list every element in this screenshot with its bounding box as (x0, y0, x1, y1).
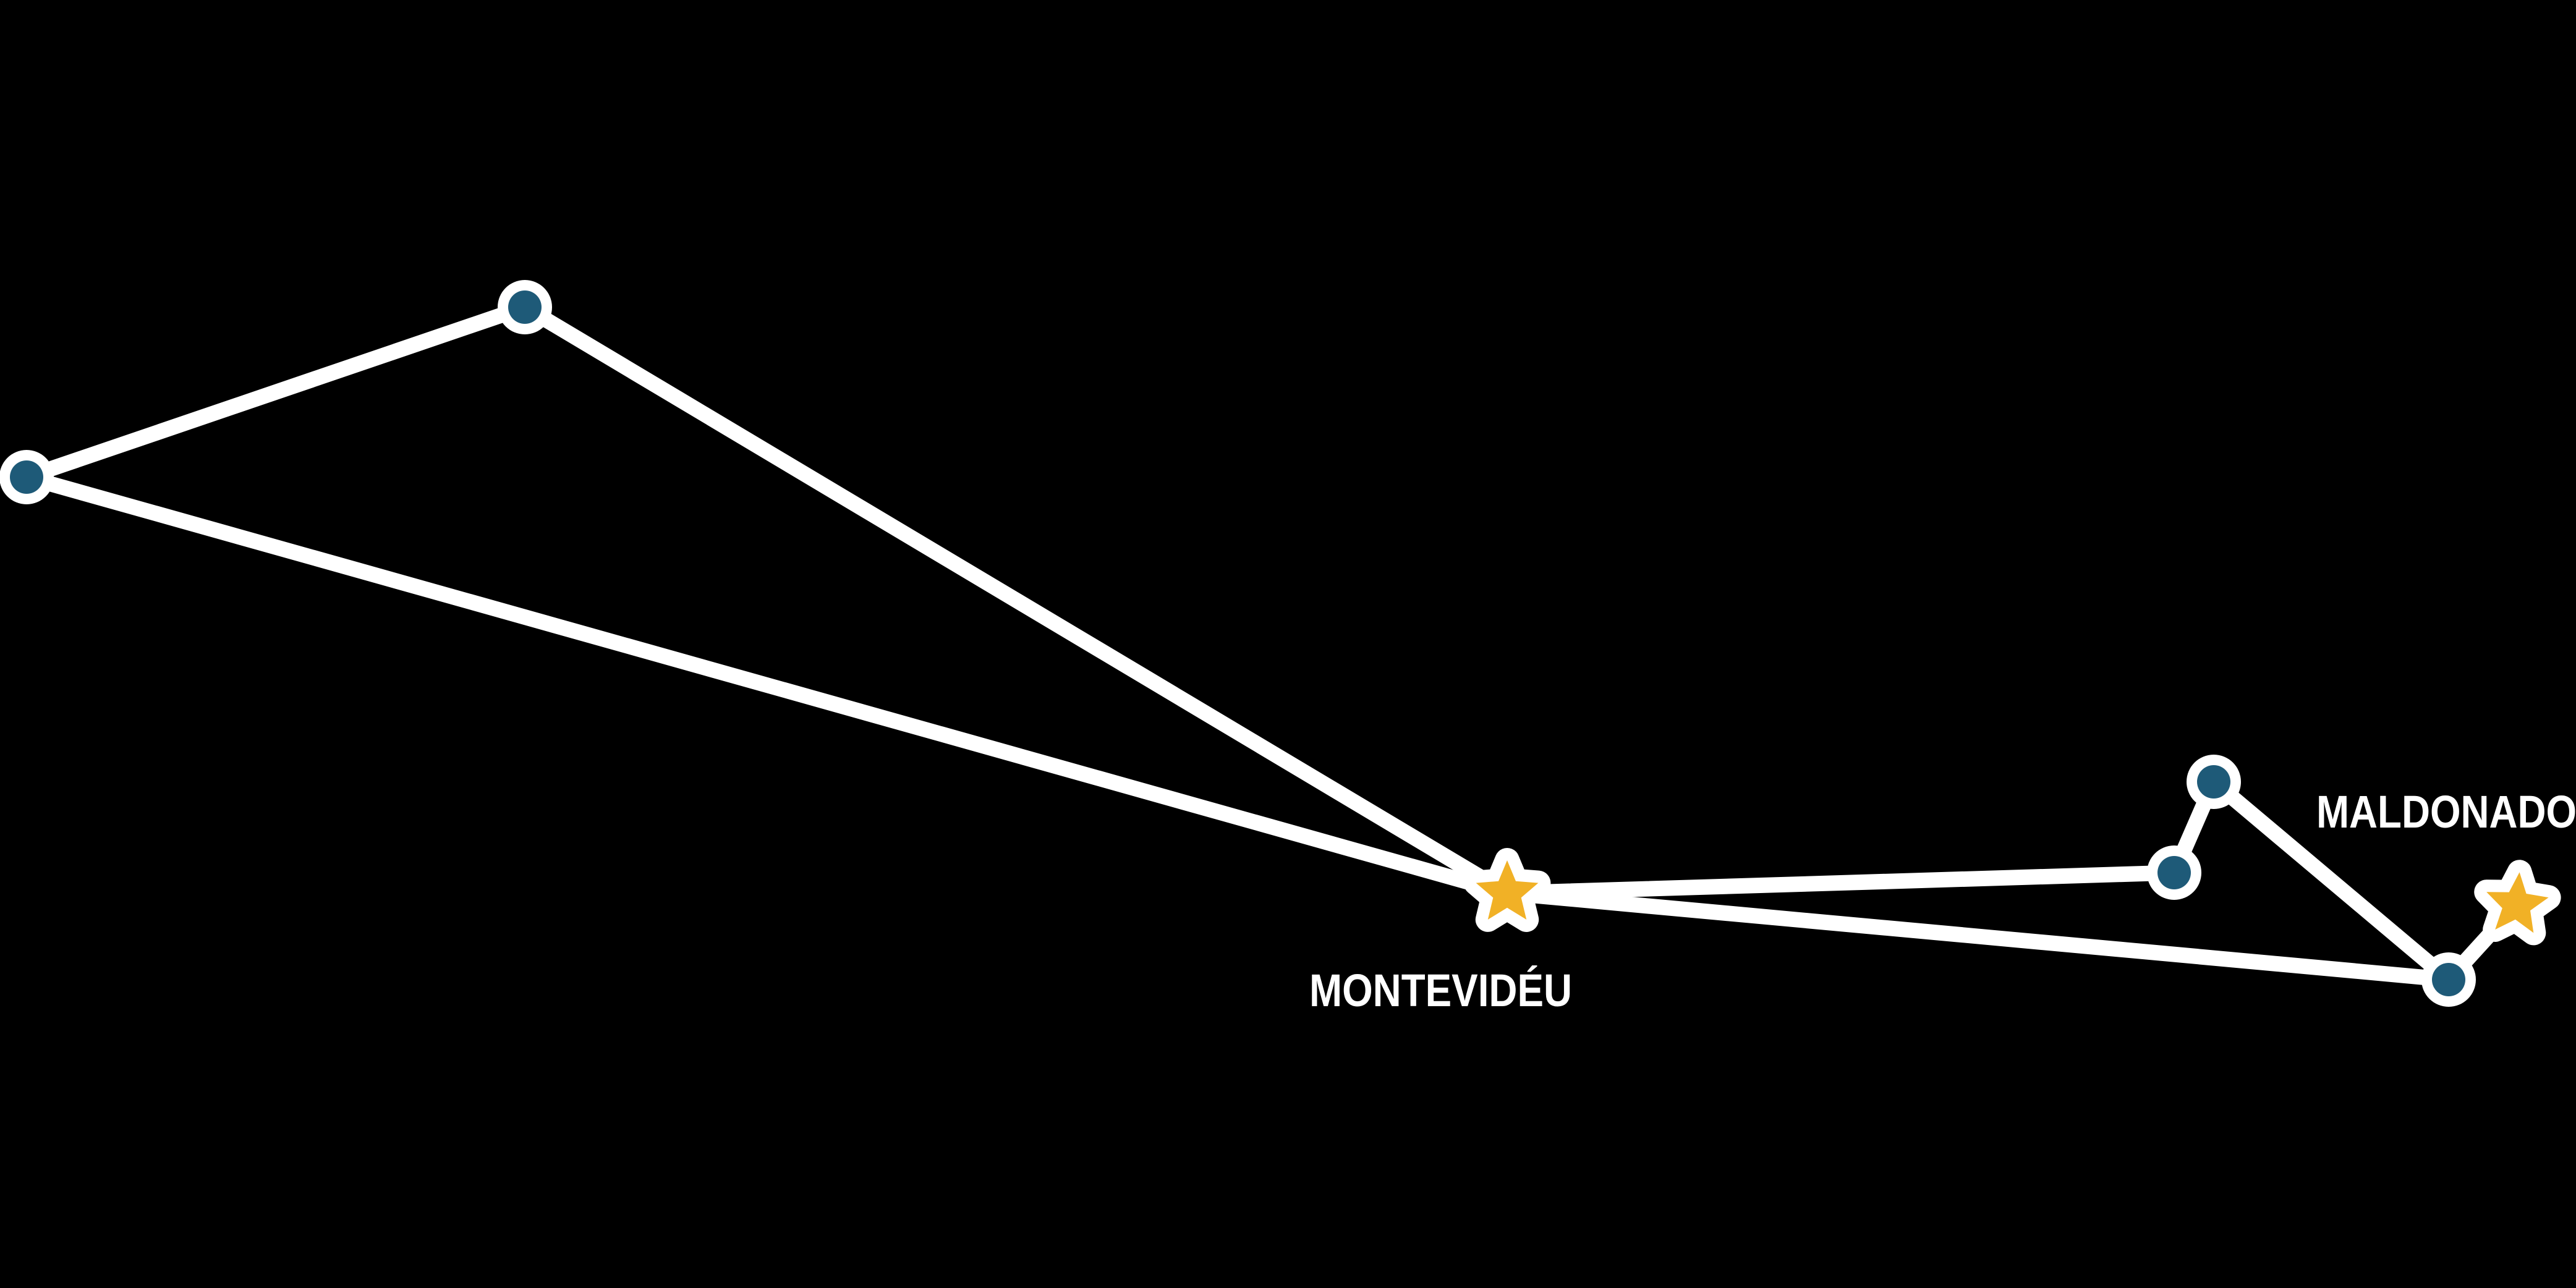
city-labels-layer: MONTEVIDÉU MALDONADO (1309, 786, 2576, 1016)
node-dot (508, 290, 542, 324)
city-node-n5 (2421, 952, 2476, 1007)
route-line-montevideu-n4 (1499, 865, 2182, 901)
city-nodes-layer (0, 280, 2476, 1007)
star-icon (1476, 860, 1539, 920)
route-line-n3-n5 (2206, 774, 2457, 988)
route-lines-layer (19, 299, 2525, 988)
node-dot (2197, 765, 2230, 799)
route-line-n1-montevideu (517, 299, 1515, 901)
city-star-maldonado (2474, 860, 2561, 946)
route-line-n2-n1 (19, 299, 533, 485)
star-icon (2486, 872, 2549, 933)
city-stars-layer (1463, 848, 2561, 946)
city-label-maldonado: MALDONADO (2316, 786, 2576, 837)
city-node-n1 (498, 280, 552, 334)
node-dot (2157, 856, 2191, 889)
city-label-montevideu: MONTEVIDÉU (1309, 965, 1572, 1016)
city-node-n4 (2147, 845, 2201, 900)
route-line-n2-montevideu (19, 469, 1515, 901)
node-dot (10, 460, 43, 494)
city-node-n3 (2187, 755, 2241, 809)
city-star-montevideu (1463, 848, 1551, 932)
route-line-montevideu-n5 (1499, 885, 2457, 988)
city-node-n2 (0, 450, 54, 504)
node-dot (2432, 963, 2465, 996)
